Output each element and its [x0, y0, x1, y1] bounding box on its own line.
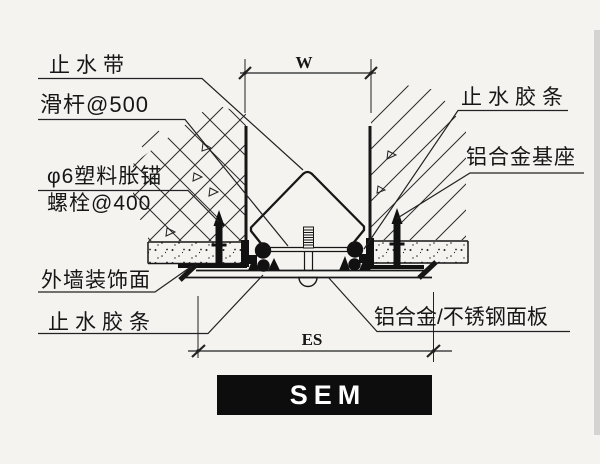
waterstop-band-shape: [249, 170, 366, 247]
title-block: SEM: [217, 375, 432, 415]
right-finish-band: [371, 240, 469, 264]
leader-exterior-finish: [38, 265, 193, 293]
label-seal-strip-bottom: 止水胶条: [48, 311, 156, 334]
right-wall-hatch: [371, 84, 466, 240]
label-anchor-line2: 螺栓@400: [47, 192, 151, 215]
aggregate-symbols-right: [376, 150, 398, 194]
leader-seal-strip-bottom: [38, 274, 264, 335]
left-wall-section: [133, 104, 248, 244]
label-aluminum-base: 铝合金基座: [466, 146, 576, 169]
aluminum-base-right: [359, 238, 424, 269]
label-anchor-line1: φ6塑料胀锚: [47, 165, 162, 188]
left-finish-band: [147, 241, 246, 265]
leader-seal-strip-top: [363, 109, 568, 250]
right-wall-section: [368, 84, 466, 242]
label-seal-strip-top: 止水胶条: [461, 86, 569, 109]
dimension-w: [238, 59, 378, 113]
label-waterstop-band: 止水带: [49, 54, 130, 77]
left-seal-strip: [248, 242, 280, 272]
left-anchor-bolt: [211, 210, 227, 268]
label-exterior-finish: 外墙装饰面: [41, 269, 151, 292]
leader-slide-rod: [38, 118, 289, 247]
aluminum-base-left: [178, 240, 257, 268]
panel-left-lip: [178, 262, 199, 282]
right-seal-strip: [339, 241, 371, 271]
dim-label-w: W: [296, 53, 313, 72]
panel-right-lip: [417, 260, 438, 280]
title-block-background: [217, 375, 432, 415]
label-slide-rod: 滑杆@500: [40, 92, 149, 117]
leader-anchor-bolt: [38, 189, 220, 223]
dimension-es: [188, 292, 452, 362]
right-anchor-bolt: [389, 208, 405, 266]
label-cover-panel: 铝合金/不锈钢面板: [374, 306, 548, 329]
leader-lines: [38, 77, 584, 335]
left-wall-crosshatch: [133, 104, 246, 241]
leader-waterstop-band: [38, 77, 304, 171]
leader-cover-panel: [327, 276, 570, 333]
dim-label-es: ES: [302, 330, 323, 349]
scan-edge-shadow: [594, 30, 600, 435]
leader-aluminum-base: [395, 172, 584, 220]
bolt-threads: [303, 229, 314, 246]
center-bolt-head: [298, 276, 318, 288]
cover-panel: [178, 260, 438, 282]
stray-hatch-stroke: [141, 130, 160, 148]
title-text: SEM: [290, 380, 367, 410]
center-bolt: [303, 226, 314, 271]
aggregate-symbols-left: [165, 142, 220, 237]
